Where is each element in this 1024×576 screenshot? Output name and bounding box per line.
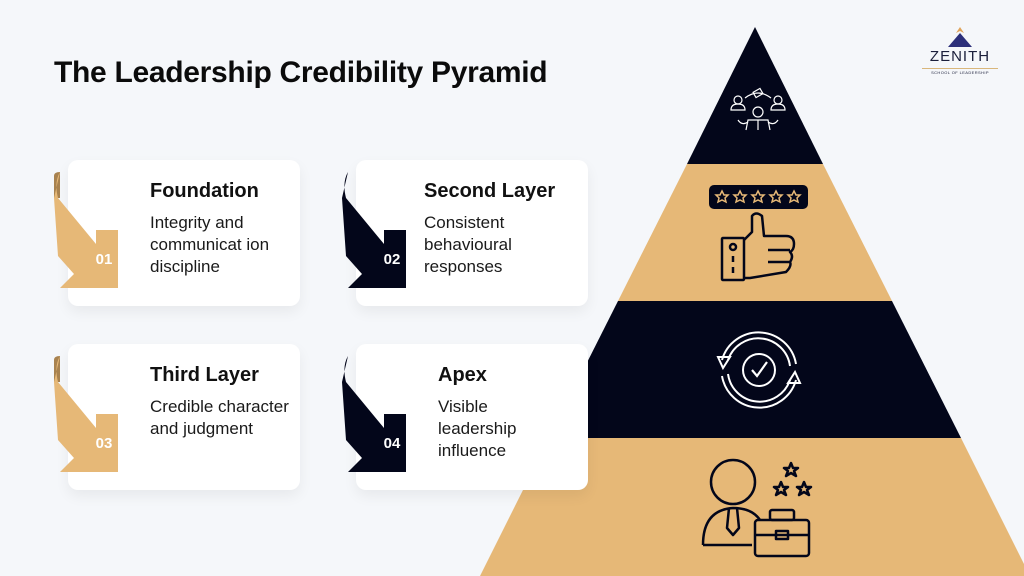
card-heading: Third Layer xyxy=(150,364,259,386)
layer-card-apex: 04 Apex Visible leadership influence xyxy=(342,344,588,490)
card-heading: Second Layer xyxy=(424,180,556,202)
card-description: Visible leadership influence xyxy=(438,397,517,460)
card-heading: Apex xyxy=(438,364,487,386)
layer-card-foundation: 01 Foundation Integrity and communicat i… xyxy=(54,160,300,306)
numbered-ribbon-arrow-icon xyxy=(54,172,118,288)
zenith-logo: ZENITH SCHOOL OF LEADERSHIP xyxy=(918,26,1002,76)
pyramid-layer-third xyxy=(618,164,892,301)
card-heading: Foundation xyxy=(150,180,259,202)
mountain-peak-icon xyxy=(948,27,972,47)
logo-tagline: SCHOOL OF LEADERSHIP xyxy=(922,68,998,75)
card-description: Consistent behavioural responses xyxy=(424,213,512,276)
cycle-check-icon xyxy=(716,331,802,409)
five-star-thumbs-up-icon xyxy=(709,185,808,282)
numbered-ribbon-arrow-icon xyxy=(342,356,406,472)
card-number: 04 xyxy=(383,435,401,452)
numbered-ribbon-arrow-icon xyxy=(54,356,118,472)
pyramid-layer-second xyxy=(549,301,961,438)
professional-briefcase-stars-icon xyxy=(701,458,813,558)
card-description: Credible character and judgment xyxy=(150,397,289,438)
card-description: Integrity and communicat ion discipline xyxy=(150,213,270,276)
card-number: 03 xyxy=(95,435,113,452)
logo-wordmark: ZENITH xyxy=(929,48,991,65)
card-number: 01 xyxy=(95,251,113,268)
card-number: 02 xyxy=(383,251,401,268)
leader-team-icon xyxy=(730,87,786,131)
layer-card-third: 03 Third Layer Credible character and ju… xyxy=(54,344,300,490)
layer-card-second: 02 Second Layer Consistent behavioural r… xyxy=(342,160,588,306)
numbered-ribbon-arrow-icon xyxy=(342,172,406,288)
pyramid-layer-foundation xyxy=(480,438,1024,576)
page-title: The Leadership Credibility Pyramid xyxy=(54,56,548,89)
